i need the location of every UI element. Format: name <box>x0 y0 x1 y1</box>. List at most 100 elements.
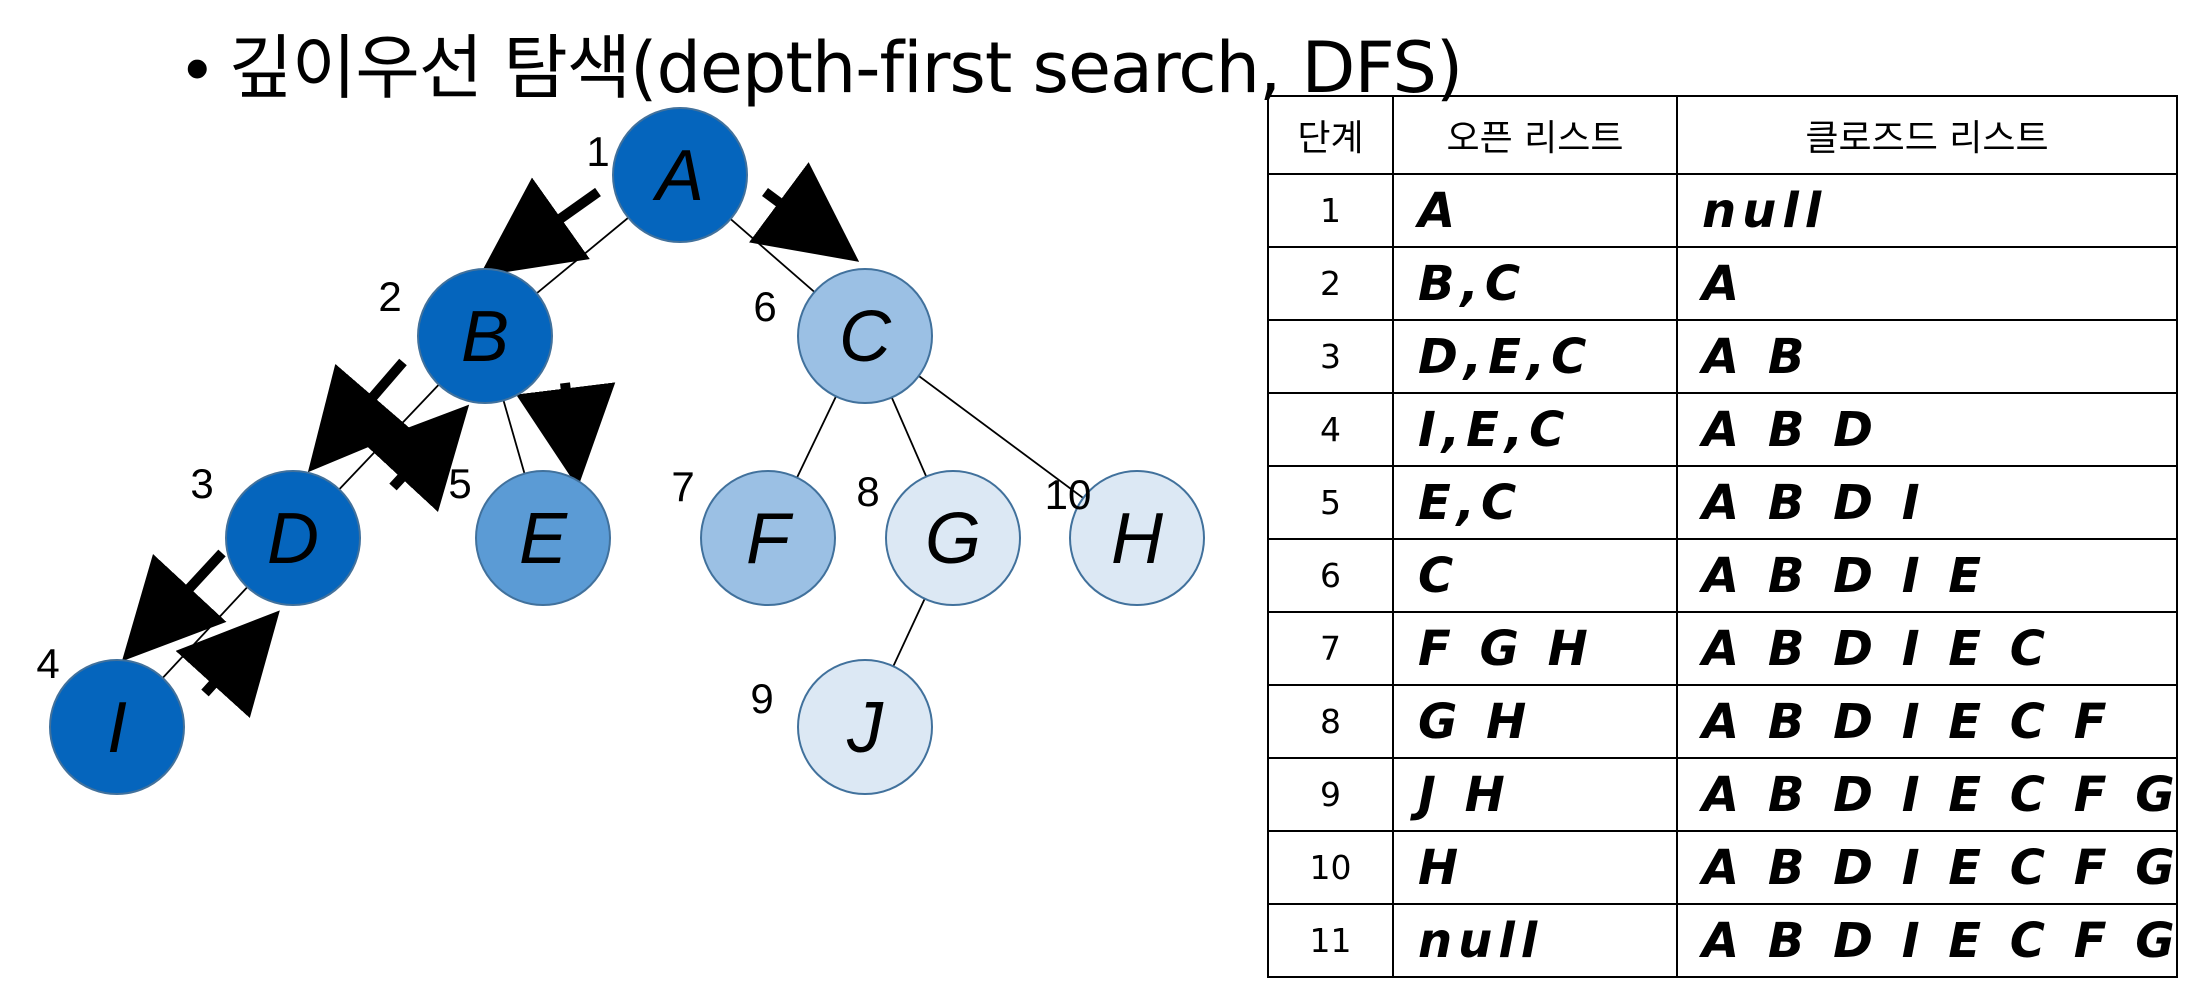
bullet-point: • <box>185 29 209 107</box>
visit-order-label: 4 <box>36 640 59 687</box>
node-a: A <box>612 107 748 243</box>
step-cell: 9 <box>1267 757 1394 832</box>
arrow-a-to-b <box>479 177 601 277</box>
node-d: D <box>225 470 361 606</box>
visit-order-label: 1 <box>586 128 609 175</box>
visit-order-label: 5 <box>448 460 471 507</box>
closed-list-cell: null <box>1676 173 2178 248</box>
step-cell: 4 <box>1267 392 1394 467</box>
closed-list-cell: A B D I E C <box>1676 611 2178 686</box>
node-circle <box>612 107 748 243</box>
visit-order-label: 6 <box>753 283 776 330</box>
node-label: H <box>1111 499 1164 579</box>
node-circle <box>1069 470 1205 606</box>
arrow-a-to-c <box>749 162 860 262</box>
node-b: B <box>417 268 553 404</box>
open-list-cell: B,C <box>1392 246 1678 321</box>
node-label: G <box>925 499 981 579</box>
open-list-cell: C <box>1392 538 1678 613</box>
node-circle <box>797 659 933 795</box>
closed-list-cell: A B D <box>1676 392 2178 467</box>
slide-title: •깊이우선 탐색(depth-first search, DFS) <box>185 12 1464 113</box>
visit-order-label: 8 <box>856 468 879 515</box>
visit-order-label: 3 <box>190 460 213 507</box>
step-cell: 7 <box>1267 611 1394 686</box>
open-list-cell: I,E,C <box>1392 392 1678 467</box>
step-cell: 2 <box>1267 246 1394 321</box>
arrow-b-to-d <box>307 358 412 473</box>
visit-order-label: 9 <box>750 675 773 722</box>
node-label: B <box>461 297 509 377</box>
open-list-cell: A <box>1392 173 1678 248</box>
step-cell: 8 <box>1267 684 1394 759</box>
node-circle <box>225 470 361 606</box>
node-label: D <box>267 499 319 579</box>
arrow-b-to-e <box>516 382 616 488</box>
arrow-i-back-to-d <box>175 610 280 719</box>
node-label: I <box>107 688 127 768</box>
node-e: E <box>475 470 611 606</box>
tree-edges <box>116 174 1138 728</box>
open-list-cell: J H <box>1392 757 1678 832</box>
step-cell: 10 <box>1267 830 1394 905</box>
open-list-cell: H <box>1392 830 1678 905</box>
node-circle <box>49 659 185 795</box>
node-h: H <box>1069 470 1205 606</box>
closed-list-cell: A B D I <box>1676 465 2178 540</box>
open-list-cell: E,C <box>1392 465 1678 540</box>
traversal-arrows <box>121 162 860 719</box>
node-g: G <box>885 470 1021 606</box>
header-step: 단계 <box>1267 95 1394 175</box>
node-j: J <box>797 659 933 795</box>
node-circle <box>417 268 553 404</box>
open-list-cell: D,E,C <box>1392 319 1678 394</box>
closed-list-cell: A B <box>1676 319 2178 394</box>
step-cell: 3 <box>1267 319 1394 394</box>
node-label: J <box>846 688 884 768</box>
open-list-cell: G H <box>1392 684 1678 759</box>
node-f: F <box>700 470 836 606</box>
node-label: F <box>746 499 794 579</box>
node-circle <box>475 470 611 606</box>
open-list-cell: F G H <box>1392 611 1678 686</box>
closed-list-cell: A B D I E C F <box>1676 684 2178 759</box>
visit-order-label: 2 <box>378 273 401 320</box>
closed-list-cell: A B D I E <box>1676 538 2178 613</box>
node-label: E <box>519 499 568 579</box>
closed-list-cell: A <box>1676 246 2178 321</box>
closed-list-cell: A B D I E C F G J H <box>1676 903 2178 978</box>
node-c: C <box>797 268 933 404</box>
header-closed-list: 클로즈드 리스트 <box>1676 95 2178 175</box>
table-header-row: 단계 오픈 리스트 클로즈드 리스트 <box>1267 95 2178 175</box>
header-open-list: 오픈 리스트 <box>1392 95 1678 175</box>
step-cell: 6 <box>1267 538 1394 613</box>
step-cell: 1 <box>1267 173 1394 248</box>
slide-title-text: 깊이우선 탐색(depth-first search, DFS) <box>228 27 1464 109</box>
node-circle <box>885 470 1021 606</box>
step-cell: 11 <box>1267 903 1394 978</box>
open-list-cell: null <box>1392 903 1678 978</box>
arrow-d-to-i <box>121 549 227 662</box>
closed-list-cell: A B D I E C F G <box>1676 757 2178 832</box>
visit-order-label: 7 <box>671 463 694 510</box>
closed-list-cell: A B D I E C F G J <box>1676 830 2178 905</box>
node-label: A <box>652 136 704 216</box>
node-circle <box>797 268 933 404</box>
node-circle <box>700 470 836 606</box>
node-i: I <box>49 659 185 795</box>
node-label: C <box>839 297 892 377</box>
